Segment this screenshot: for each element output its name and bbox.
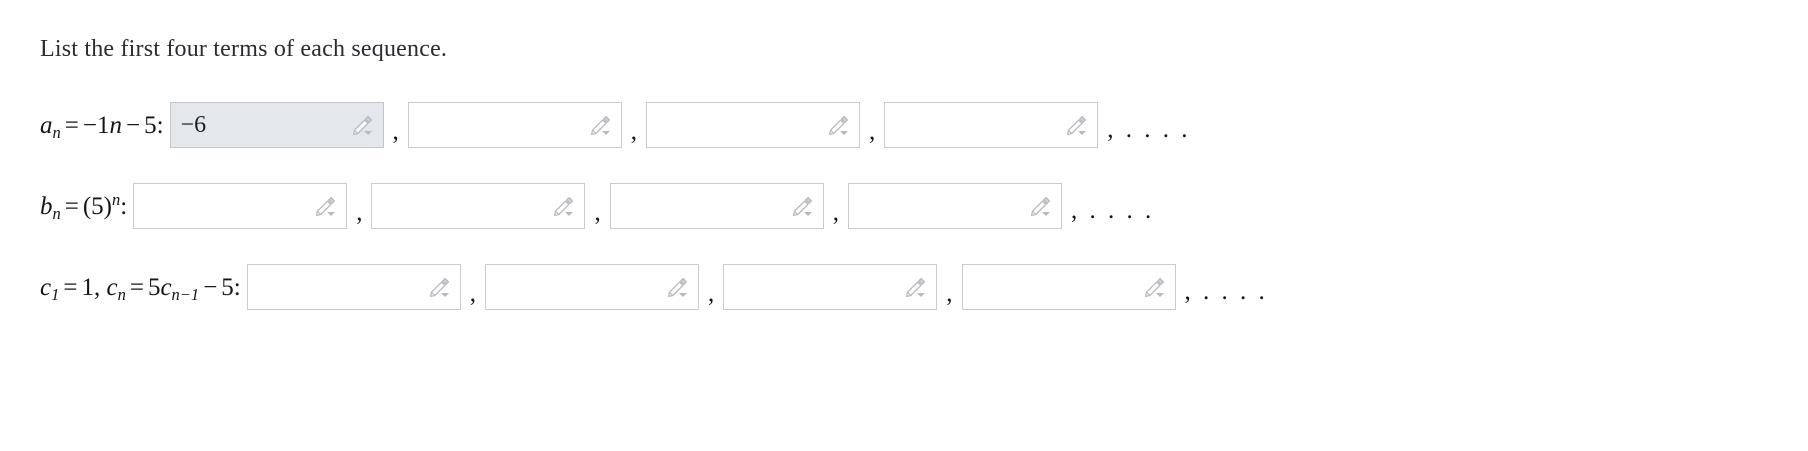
- sequence-row-c: c1=1, cn=5cn−1−5: ,: [40, 261, 1808, 313]
- separator-comma: ,: [832, 198, 839, 226]
- pencil-icon[interactable]: [1029, 194, 1053, 218]
- separator-comma: ,: [356, 198, 363, 226]
- label-minus-a: −: [125, 111, 141, 139]
- answer-input-c-1[interactable]: [246, 264, 461, 311]
- pencil-icon[interactable]: [314, 194, 338, 218]
- label-constant-a: 5: [144, 111, 157, 139]
- label-subscript-cprev: n−1: [171, 284, 200, 304]
- label-colon-c: :: [233, 273, 241, 301]
- page-title: List the first four terms of each sequen…: [40, 36, 448, 62]
- sequence-ellipsis: , . . . .: [1107, 115, 1191, 143]
- label-equals-b: =: [64, 192, 79, 220]
- label-first-term-c: 1: [81, 273, 94, 301]
- separator-comma: ,: [869, 117, 876, 145]
- pencil-icon[interactable]: [1065, 113, 1089, 137]
- label-equals-a: =: [64, 111, 79, 139]
- sequence-ellipsis: , . . . .: [1070, 196, 1155, 224]
- pencil-icon[interactable]: [666, 275, 690, 299]
- label-equals-c2: =: [129, 273, 144, 301]
- pencil-icon[interactable]: [791, 194, 815, 218]
- sequence-ellipsis: , . . . .: [1184, 277, 1268, 305]
- separator-comma: ,: [946, 279, 953, 307]
- label-subscript-c1: 1: [51, 284, 60, 304]
- label-subscript-a: n: [52, 122, 61, 142]
- pencil-icon[interactable]: [428, 275, 452, 299]
- label-colon-b: :: [120, 192, 128, 220]
- separator-comma: ,: [630, 117, 638, 145]
- answer-value-a-1: −6: [180, 112, 207, 139]
- separator-comma: ,: [708, 279, 715, 307]
- sequence-label-a: an=−1n−5:: [40, 111, 170, 141]
- separator-comma: ,: [392, 117, 399, 145]
- label-colon-a: :: [156, 111, 164, 139]
- pencil-icon[interactable]: [1143, 275, 1167, 299]
- answer-input-c-4[interactable]: [961, 264, 1176, 311]
- answer-input-c-3[interactable]: [723, 264, 938, 311]
- label-coefficient-a: −1: [82, 111, 110, 139]
- label-equals-c1: =: [63, 273, 78, 301]
- label-variable-a: a: [40, 111, 53, 139]
- label-constant-c: 5: [221, 273, 234, 301]
- answer-input-b-3[interactable]: [609, 183, 824, 230]
- sequence-label-c: c1=1, cn=5cn−1−5:: [40, 273, 247, 303]
- label-term-variable-a: n: [109, 111, 122, 139]
- pencil-icon[interactable]: [552, 194, 576, 218]
- label-variable-cn: c: [106, 273, 118, 301]
- label-variable-c1: c: [40, 273, 52, 301]
- label-coefficient-c: 5: [147, 273, 161, 301]
- label-variable-b: b: [40, 192, 53, 220]
- answer-input-b-2[interactable]: [371, 183, 586, 230]
- pencil-icon[interactable]: [589, 113, 613, 137]
- label-variable-cprev: c: [160, 273, 172, 301]
- sequence-row-a: an=−1n−5: −6 ,: [40, 99, 1808, 151]
- sequence-label-b: bn=(5)n:: [40, 191, 133, 221]
- answer-input-a-3[interactable]: [646, 102, 861, 149]
- label-exponent-b: n: [112, 190, 121, 210]
- label-subscript-cn: n: [117, 284, 126, 304]
- answer-input-a-1[interactable]: −6: [169, 102, 384, 149]
- label-base-b: (5): [82, 192, 113, 220]
- pencil-icon[interactable]: [827, 113, 851, 137]
- answer-input-b-1[interactable]: [133, 183, 348, 230]
- pencil-icon[interactable]: [351, 113, 375, 137]
- answer-input-c-2[interactable]: [485, 264, 699, 311]
- sequence-row-b: bn=(5)n: ,: [40, 180, 1808, 232]
- pencil-icon[interactable]: [904, 275, 928, 299]
- label-subscript-b: n: [52, 203, 61, 223]
- label-comma-c: ,: [93, 273, 101, 301]
- label-minus-c: −: [203, 273, 218, 301]
- answer-input-b-4[interactable]: [847, 183, 1062, 230]
- separator-comma: ,: [594, 198, 601, 226]
- answer-input-a-4[interactable]: [884, 102, 1099, 149]
- answer-input-a-2[interactable]: [407, 102, 622, 149]
- separator-comma: ,: [469, 279, 476, 307]
